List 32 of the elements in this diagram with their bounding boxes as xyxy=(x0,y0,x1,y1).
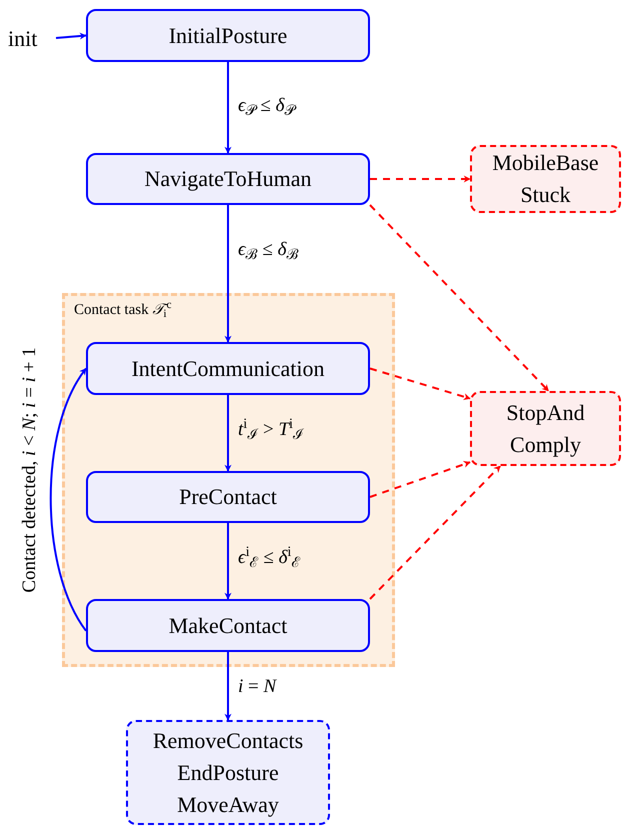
state-name: RemoveContacts xyxy=(152,726,304,754)
dashed-arrow xyxy=(369,204,550,392)
arrow xyxy=(50,368,87,632)
failure-state-box xyxy=(470,391,621,466)
state-name: EndPosture xyxy=(177,758,279,786)
dashed-arrow xyxy=(370,176,471,182)
arrow xyxy=(224,205,232,343)
state-name: MobileBase Stuck xyxy=(491,149,600,209)
state-box xyxy=(86,342,370,395)
arrow xyxy=(224,523,232,600)
arrow xyxy=(224,652,232,721)
failure-state-box xyxy=(470,145,621,213)
arrow xyxy=(224,395,232,472)
state-name: init xyxy=(8,24,38,52)
state-name: MoveAway xyxy=(177,790,279,819)
final-state-box xyxy=(126,720,330,825)
dashed-arrow xyxy=(369,465,501,600)
state-box xyxy=(86,471,370,523)
state-box xyxy=(86,599,370,652)
arrow xyxy=(224,62,232,154)
arrow xyxy=(56,32,87,40)
dashed-arrow xyxy=(370,461,471,498)
state-name: IntentCommunication xyxy=(131,354,325,382)
state-name: MakeContact xyxy=(168,612,288,640)
task-group-box xyxy=(62,293,395,667)
state-name: PreContact xyxy=(179,483,277,511)
state-box xyxy=(86,9,370,62)
state-name: StopAnd Comply xyxy=(505,398,586,459)
dashed-arrow xyxy=(370,368,471,400)
state-name: InitialPosture xyxy=(168,22,288,50)
state-name: NavigateToHuman xyxy=(144,165,312,193)
state-box xyxy=(86,153,370,205)
